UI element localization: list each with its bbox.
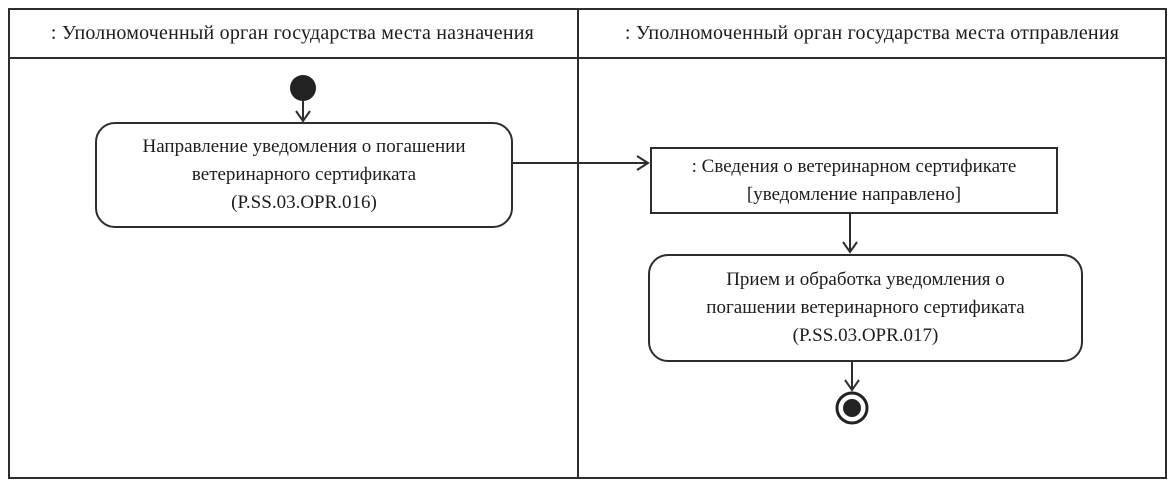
lane-divider [577, 8, 579, 479]
object-node-label-line: : Сведения о ветеринарном сертификате [691, 155, 1017, 177]
activity-node-label-line: (P.SS.03.OPR.017) [792, 325, 939, 346]
activity-node-label-line: ветеринарного сертификата [191, 164, 417, 185]
activity-node-label-line: (P.SS.03.OPR.016) [231, 192, 377, 213]
lane-header-destination: : Уполномоченный орган государства места… [50, 22, 535, 44]
activity-node-label-line: Прием и обработка уведомления о [726, 269, 1005, 290]
activity-node-label-line: Направление уведомления о погашении [142, 136, 466, 157]
activity-node-label-line: погашении ветеринарного сертификата [706, 297, 1025, 318]
activity-node-receive-notification: Прием и обработка уведомления о погашени… [648, 254, 1083, 362]
diagram-frame [8, 8, 1167, 479]
lane-header-departure: : Уполномоченный орган государства места… [624, 22, 1120, 44]
lane-header-separator [8, 57, 1167, 59]
activity-node-send-notification: Направление уведомления о погашении вете… [95, 122, 513, 228]
object-node-certificate-info: : Сведения о ветеринарном сертификате [у… [650, 147, 1058, 214]
object-node-state-line: [уведомление направлено] [746, 183, 962, 205]
